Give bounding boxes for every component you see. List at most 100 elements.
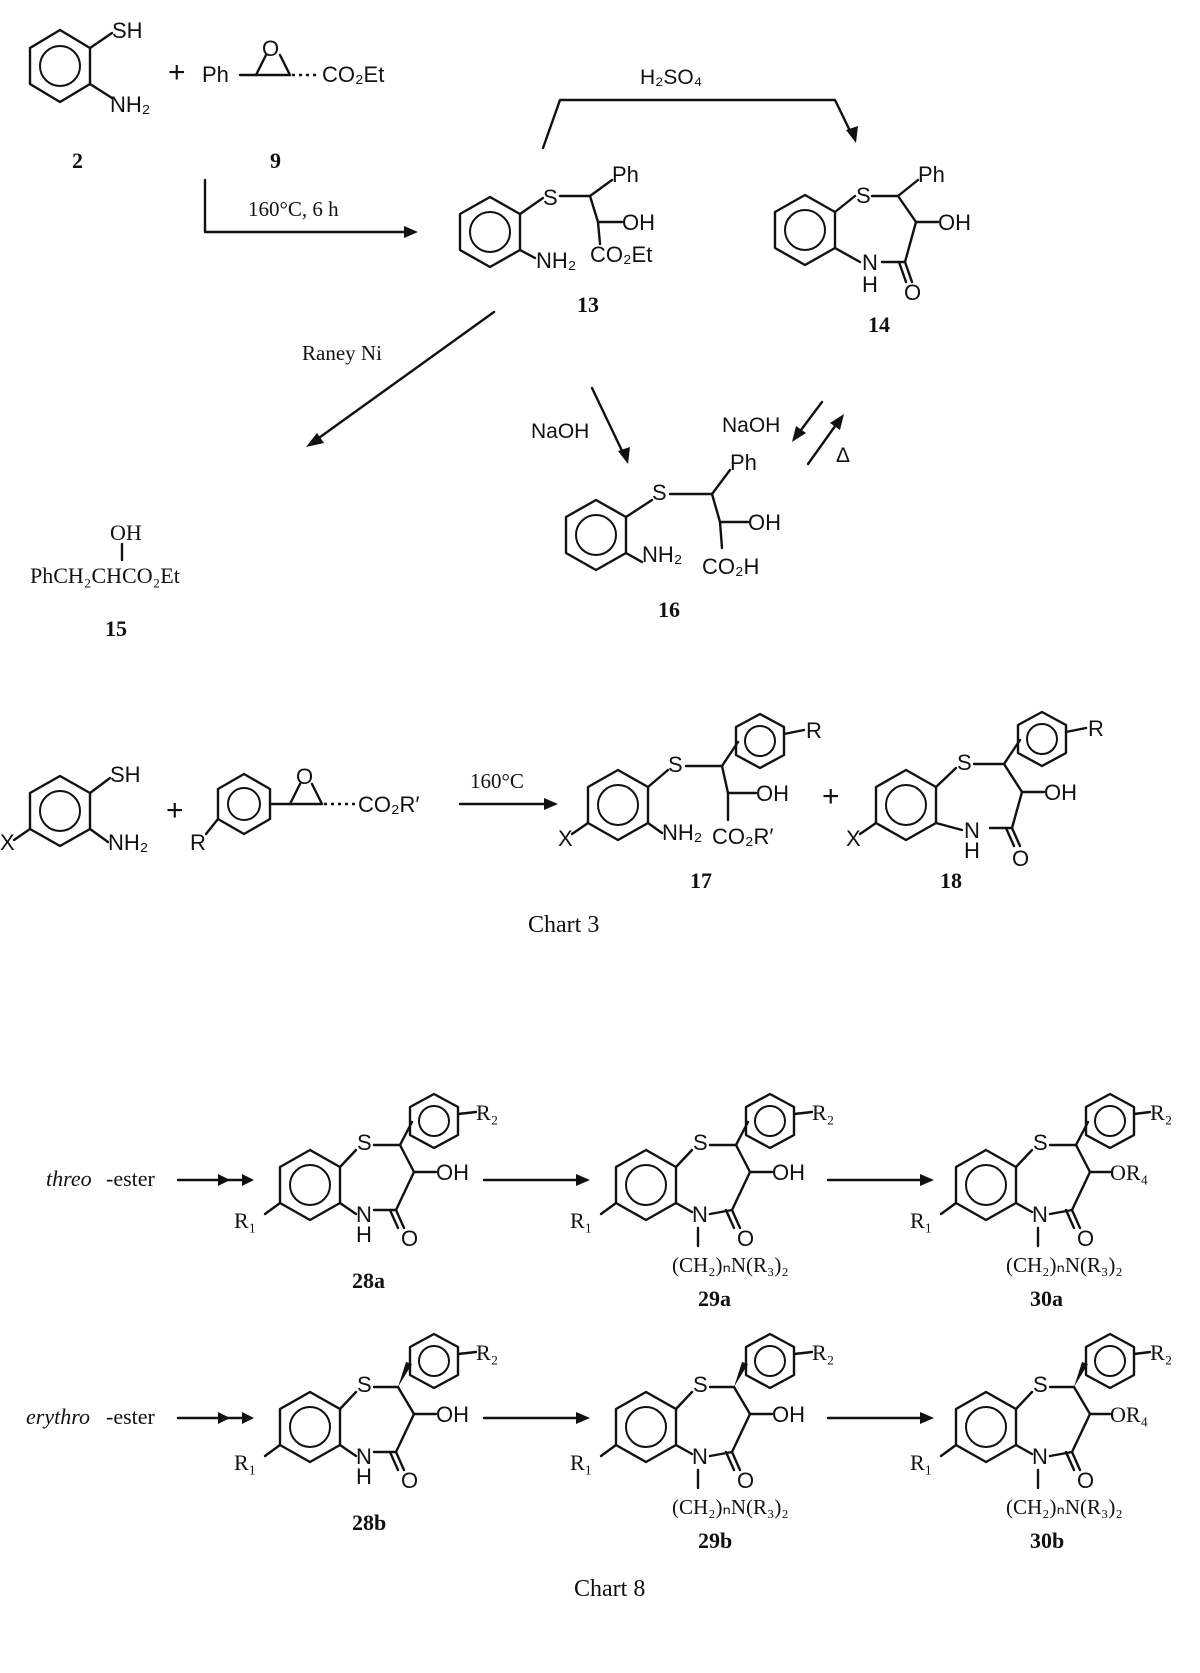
reagent-raney-ni: Raney Ni: [302, 341, 382, 365]
compound-17-structure: X S R OH NH₂ CO₂R′: [558, 712, 822, 851]
arrow-160c-6h: [203, 178, 418, 238]
chart-8-title: Chart 8: [574, 1576, 645, 1602]
compound-29a-structure: R₁ S R₂ OH O N (CH₂)ₙN(R₃)₂: [570, 1092, 834, 1277]
x-substituent-label: X: [558, 826, 573, 851]
condition-160c-6h: 160°C, 6 h: [248, 197, 339, 221]
r2-label: R₂: [812, 1100, 834, 1125]
x-substituent-label: X: [846, 826, 861, 851]
compound-29b-structure: R₁ S R₂ OH O N (CH₂)ₙN(R₃)₂: [570, 1332, 834, 1519]
carbonyl-oxygen-label: O: [401, 1226, 418, 1251]
compound-label-29a: 29a: [698, 1286, 731, 1311]
aminoalkyl-side-chain: (CH₂)ₙN(R₃)₂: [672, 1253, 789, 1277]
arrow-160c: [458, 798, 558, 810]
amide-nitrogen-label: N: [862, 250, 878, 275]
reagent-h2so4: H₂SO₄: [640, 66, 702, 89]
sulfur-label: S: [693, 1130, 708, 1155]
co2et-label: CO₂Et: [590, 242, 652, 267]
carbonyl-oxygen-label: O: [401, 1468, 418, 1493]
carbonyl-oxygen-label: O: [904, 280, 921, 305]
r1-label: R₁: [910, 1208, 932, 1233]
condition-160c: 160°C: [470, 769, 524, 793]
equilibrium-arrows-14-16: [792, 400, 844, 466]
amide-nitrogen-label: N: [356, 1202, 372, 1227]
arrow-29b-to-30b: [826, 1412, 934, 1424]
amide-nitrogen-label: N: [964, 818, 980, 843]
r2-label: R₂: [476, 1340, 498, 1365]
sulfur-label: S: [357, 1130, 372, 1155]
compound-label-28b: 28b: [352, 1510, 386, 1535]
oh-label: OH: [938, 210, 971, 235]
compound-13-structure: S Ph OH NH₂ CO₂Et: [458, 162, 655, 273]
arrow-naoh-13-to-16: [590, 386, 630, 464]
plus-sign: +: [822, 780, 840, 813]
double-arrow-threo: [176, 1174, 254, 1186]
amide-hydrogen-label: H: [964, 838, 980, 863]
co2h-label: CO₂H: [702, 554, 759, 579]
compound-label-30a: 30a: [1030, 1286, 1063, 1311]
chart-3-title: Chart 3: [528, 912, 599, 938]
r2-label: R₂: [1150, 1340, 1172, 1365]
ph-label: Ph: [730, 450, 757, 475]
compound-label-2: 2: [72, 148, 83, 173]
compound-2-structure: SH NH₂: [28, 18, 150, 117]
r1-label: R₁: [234, 1208, 256, 1233]
r2-label: R₂: [476, 1100, 498, 1125]
sulfur-label: S: [1033, 1130, 1048, 1155]
carbonyl-oxygen-label: O: [1012, 846, 1029, 871]
oh-label: OH: [748, 510, 781, 535]
r-substituent-label: R: [806, 718, 822, 743]
amide-hydrogen-label: H: [356, 1222, 372, 1247]
arrow-29a-to-30a: [826, 1174, 934, 1186]
x-substituent-label: X: [0, 830, 15, 855]
compound-label-17: 17: [690, 868, 712, 893]
amide-nitrogen-label: N: [1032, 1444, 1048, 1469]
oh-label: OH: [756, 781, 789, 806]
ph-label: Ph: [612, 162, 639, 187]
r-substituent-label: R: [190, 830, 206, 855]
sulfur-label: S: [957, 750, 972, 775]
plus-sign: +: [168, 56, 186, 89]
r2-label: R₂: [1150, 1100, 1172, 1125]
carbonyl-oxygen-label: O: [1077, 1468, 1094, 1493]
plus-sign: +: [166, 794, 184, 827]
compound-16-structure: S Ph OH NH₂ CO₂H: [564, 450, 781, 579]
sh-label: SH: [112, 18, 143, 43]
co2r-label: CO₂R′: [358, 792, 420, 817]
sulfur-label: S: [856, 183, 871, 208]
compound-14-structure: S Ph OH O N H: [773, 162, 971, 305]
sulfur-label: S: [693, 1372, 708, 1397]
epoxide-oxygen-label: O: [262, 36, 279, 61]
oh-label: OH: [436, 1160, 469, 1185]
co2r-label: CO₂R′: [712, 824, 774, 849]
nh2-label: NH₂: [110, 92, 150, 117]
r1-label: R₁: [570, 1450, 592, 1475]
oh-label: OH: [772, 1402, 805, 1427]
amide-hydrogen-label: H: [862, 272, 878, 297]
nh2-label: NH₂: [536, 248, 576, 273]
nh2-label: NH₂: [108, 830, 148, 855]
aryl-glycidate-structure: R O CO₂R′: [190, 764, 420, 855]
arrow-28b-to-29b: [482, 1412, 590, 1424]
aminoalkyl-side-chain: (CH₂)ₙN(R₃)₂: [672, 1495, 789, 1519]
compound-label-13: 13: [577, 292, 599, 317]
compound-30a-structure: R₁ S R₂ OR₄ O N (CH₂)ₙN(R₃)₂: [910, 1092, 1172, 1277]
carbonyl-oxygen-label: O: [737, 1468, 754, 1493]
chart-8: threo -ester R₁ S R₂ OH O: [26, 1092, 1172, 1602]
compound-label-15: 15: [105, 616, 127, 641]
compound-label-18: 18: [940, 868, 962, 893]
oh-label: OH: [772, 1160, 805, 1185]
co2et-label: CO₂Et: [322, 62, 384, 87]
compound-label-16: 16: [658, 597, 680, 622]
compound-30b-structure: R₁ S R₂ OR₄ O N (CH₂)ₙN(R₃)₂: [910, 1332, 1172, 1519]
ph-label: Ph: [202, 62, 229, 87]
compound-label-14: 14: [868, 312, 890, 337]
r1-label: R₁: [234, 1450, 256, 1475]
chart-3: SH NH₂ 2 + Ph O CO₂Et 9 160°C, 6 h H₂SO: [0, 18, 1104, 938]
arrow-28a-to-29a: [482, 1174, 590, 1186]
or4-label: OR₄: [1110, 1160, 1148, 1185]
r-substituent-label: R: [1088, 716, 1104, 741]
nh2-label: NH₂: [642, 542, 682, 567]
sh-label: SH: [110, 762, 141, 787]
compound-label-29b: 29b: [698, 1528, 732, 1553]
